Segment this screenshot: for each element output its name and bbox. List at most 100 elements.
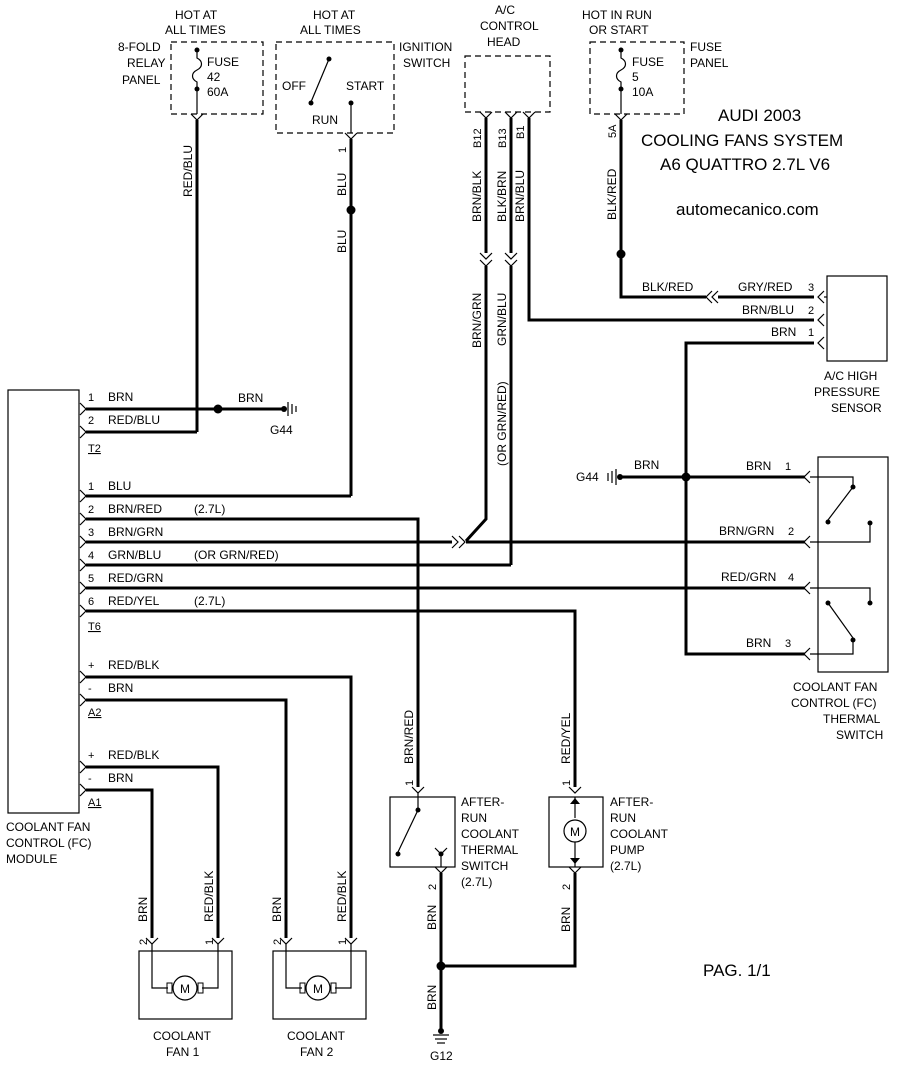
pump-motor-label: M	[570, 825, 580, 839]
ac-head-name-line-1: A/C	[495, 3, 515, 17]
ground-g44-right-label: G44	[576, 470, 599, 484]
wire-label-brn-grn-vertical: BRN/GRN	[470, 293, 484, 348]
t6-pin-5-wire: RED/GRN	[108, 571, 163, 585]
fuse-panel-outline	[589, 41, 685, 115]
ignition-start-label: START	[346, 79, 385, 93]
fan1-name-line-2: FAN 1	[166, 1045, 200, 1059]
fc-module-name-line-3: MODULE	[6, 852, 57, 866]
a1-minus: -	[88, 773, 92, 785]
fuse-panel-name-line-1: FUSE	[690, 40, 722, 54]
fan2-motor-label: M	[313, 982, 323, 996]
connector-a2: + RED/BLK - BRN A2	[79, 658, 353, 938]
fan2-name-line-2: FAN 2	[300, 1045, 334, 1059]
wire-a2-red-blk	[86, 675, 353, 938]
a2-minus-wire: BRN	[108, 681, 133, 695]
t6-pin-3-wire: BRN/GRN	[108, 525, 163, 539]
ac-pressure-sensor: 3 2 1 A/C HIGH PRESSURE SENSOR	[808, 275, 888, 415]
after-run-switch-name-5: SWITCH	[461, 859, 508, 873]
after-run-switch-name-1: AFTER-	[461, 795, 504, 809]
wire-label-gry-red: GRY/RED	[738, 280, 793, 294]
ac-head-name-line-3: HEAD	[487, 35, 521, 49]
title-line-2: COOLING FANS SYSTEM	[641, 131, 843, 150]
page-number: PAG. 1/1	[703, 961, 771, 980]
fc-thermal-switch: BRN 1 BRN/GRN 2 RED/GRN 4 BRN 3 COOLANT …	[719, 456, 889, 742]
connector-a1: + RED/BLK - BRN A1	[79, 748, 220, 938]
wire-blk-red	[619, 120, 706, 299]
connector-t6: 1 BLU 2 BRN/RED (2.7L) 3 BRN/GRN 4 GRN/B…	[79, 479, 805, 787]
relay-name-line-2: RELAY	[127, 56, 165, 70]
after-run-switch-pin-2: 2	[427, 884, 439, 890]
fuse-5-number: 5	[632, 70, 639, 84]
site-credit: automecanico.com	[676, 200, 819, 219]
t6-pin-6-wire: RED/YEL	[108, 594, 160, 608]
after-run-switch-pin-1: 1	[404, 780, 416, 786]
ac-sensor-pin-1: 1	[808, 327, 814, 339]
wire-a1-brn	[86, 788, 154, 938]
fc-module-name-line-1: COOLANT FAN	[6, 820, 90, 834]
thermal-switch-box	[817, 456, 889, 673]
a2-plus-wire: RED/BLK	[108, 658, 159, 672]
after-run-pump-name-4: PUMP	[610, 843, 645, 857]
after-run-switch-box	[389, 796, 456, 868]
fan2-motor-symbol	[305, 975, 331, 1001]
fuse-42-symbol	[191, 50, 203, 88]
fc-module-name-line-2: CONTROL (FC)	[6, 836, 92, 850]
wire-label-brn-g12: BRN	[425, 985, 439, 1010]
t6-pin-4: 4	[88, 550, 94, 562]
coolant-fan-1: BRN RED/BLK 2 1 M COOLANT FAN 1	[136, 871, 233, 1059]
ignition-hot-line-2: ALL TIMES	[300, 23, 361, 37]
thermal-pin-2-wire: BRN/GRN	[719, 524, 774, 538]
wire-label-red-yel-vertical: RED/YEL	[559, 712, 573, 764]
fan1-motor-symbol	[172, 975, 198, 1001]
ac-sensor-pin-2: 2	[808, 305, 814, 317]
after-run-pump-name-5: (2.7L)	[610, 859, 641, 873]
t2-pin-2-wire: RED/BLU	[108, 413, 160, 427]
thermal-pin-3: 3	[785, 638, 791, 650]
after-run-coolant-pump: RED/YEL 1 M 2 BRN AFTER- RUN COOLANT PUM…	[436, 712, 669, 971]
wire-t6-red-yel	[86, 609, 577, 787]
ground-g12-label: G12	[430, 1049, 453, 1063]
after-run-pump-name-1: AFTER-	[610, 795, 653, 809]
fuse-panel-pin-5a: 5A	[607, 124, 619, 138]
t6-pin-1-wire: BLU	[108, 479, 131, 493]
wire-label-blk-red: BLK/RED	[642, 280, 694, 294]
wire-t6-brn-red	[86, 517, 420, 787]
wire-label-blu-upper: BLU	[335, 173, 349, 196]
fan1-pin-1: 1	[204, 939, 216, 945]
wire-label-blk-red-vertical: BLK/RED	[605, 168, 619, 220]
a1-label: A1	[88, 797, 101, 809]
upper-wires: RED/BLU BLU BLU BRN/BLK BRN/GRN BLK/BRN …	[181, 118, 814, 656]
ground-g44-right: G44 BRN	[576, 458, 805, 485]
ac-sensor-name-line-1: A/C HIGH	[824, 369, 877, 383]
after-run-pump-name-2: RUN	[610, 811, 636, 825]
fan1-pin-2: 2	[138, 939, 150, 945]
wire-label-grn-blu-vertical: GRN/BLU	[495, 293, 509, 346]
fuse-5-symbol	[615, 50, 627, 88]
t2-pin-1: 1	[88, 392, 94, 404]
ignition-switch: HOT AT ALL TIMES IGNITION SWITCH OFF STA…	[275, 8, 452, 153]
wire-label-brn-red-vertical: BRN/RED	[402, 710, 416, 764]
after-run-switch-name-3: COOLANT	[461, 827, 520, 841]
ac-control-head: A/C CONTROL HEAD B12 B13 B1	[464, 3, 551, 148]
wire-brn-grn	[464, 266, 488, 543]
wire-label-blu-lower: BLU	[335, 230, 349, 253]
after-run-pump-pin-1: 1	[561, 780, 573, 786]
fuse-panel: HOT IN RUN OR START FUSE PANEL FUSE 5 10…	[582, 8, 729, 138]
connector-t2: 1 BRN 2 RED/BLU T2 BRN G44	[79, 390, 297, 455]
ac-head-pin-b12: B12	[472, 128, 484, 148]
t6-pin-3: 3	[88, 527, 94, 539]
relay-panel-outline	[170, 41, 264, 115]
fan2-name-line-1: COOLANT	[287, 1029, 346, 1043]
wire-label-brn-g44-upper: BRN	[238, 391, 263, 405]
wire-label-brn-after-run-pump: BRN	[559, 907, 573, 932]
fan2-wire-red-blk-label: RED/BLK	[335, 871, 349, 922]
fuse-42-label: FUSE	[207, 55, 239, 69]
diagram-title: AUDI 2003 COOLING FANS SYSTEM A6 QUATTRO…	[641, 106, 843, 980]
after-run-pump-name-3: COOLANT	[610, 827, 669, 841]
wire-brn-blu	[527, 118, 814, 322]
ac-sensor-name-line-2: PRESSURE	[814, 385, 880, 399]
ignition-pin-1: 1	[337, 147, 349, 153]
wire-label-brn-blu-vertical: BRN/BLU	[513, 170, 527, 222]
g12-splice	[436, 961, 446, 971]
fc-module: COOLANT FAN CONTROL (FC) MODULE 1 BRN 2 …	[6, 389, 805, 938]
